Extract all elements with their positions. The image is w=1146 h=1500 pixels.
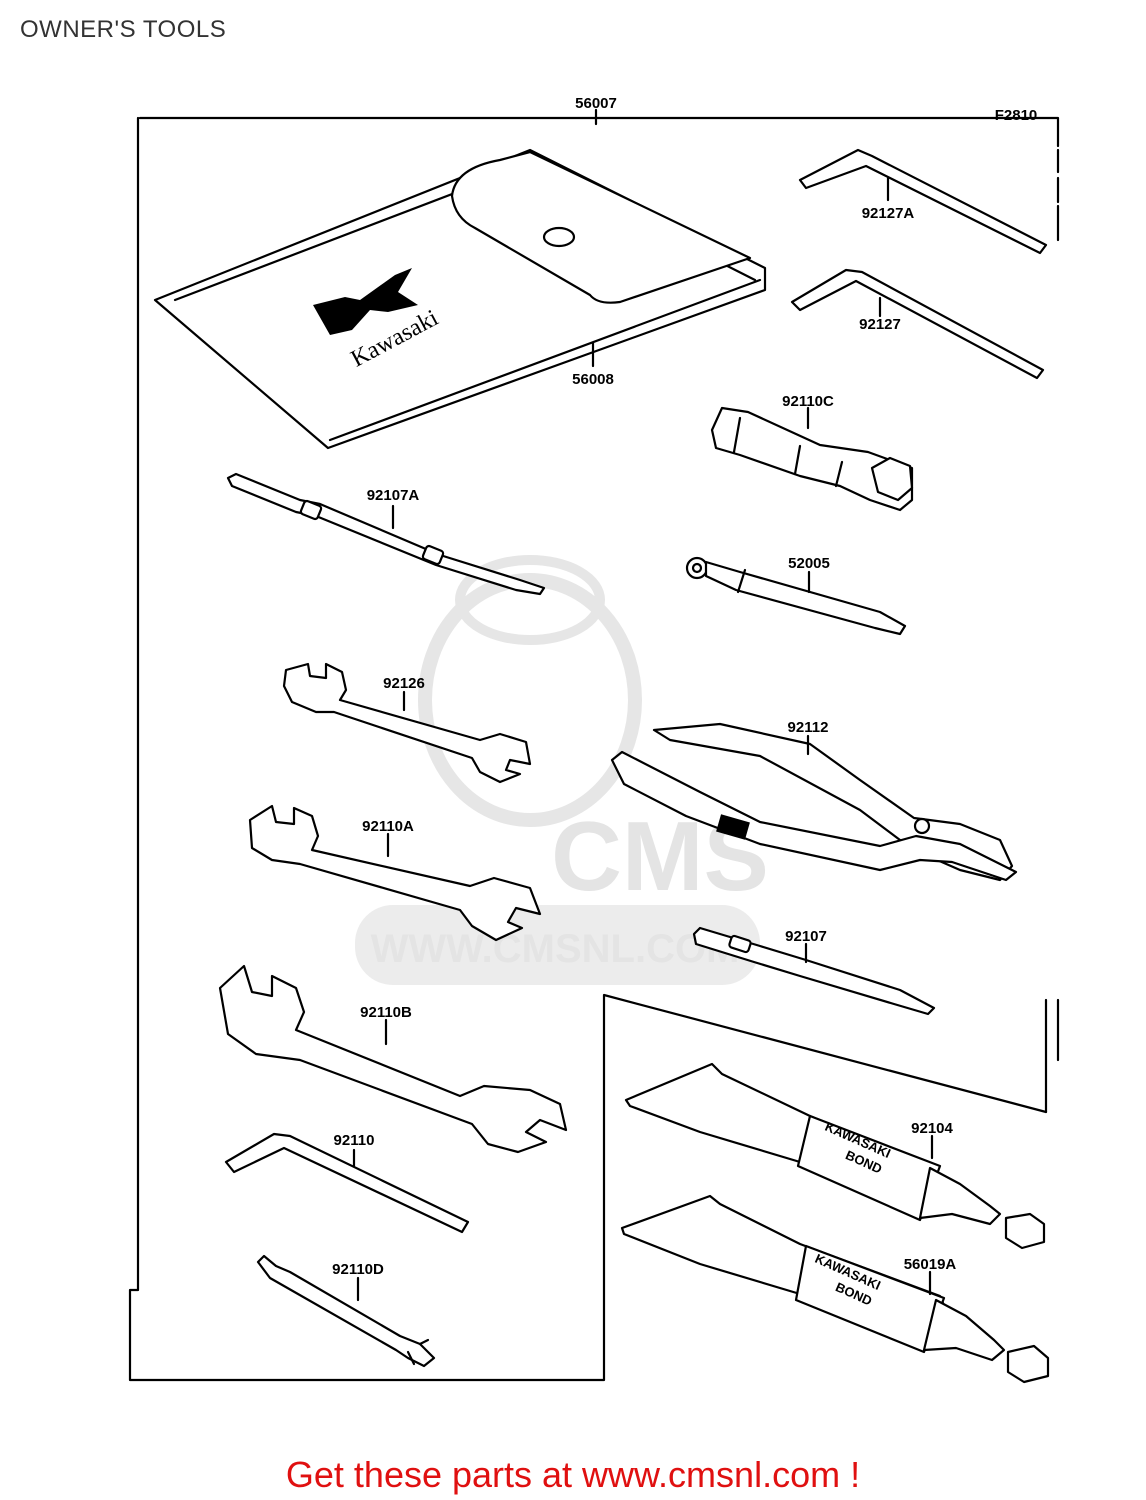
pouch-snap-button <box>542 226 576 248</box>
part-label-92107a: 92107A <box>367 487 420 504</box>
footer-promo-text: Get these parts at www.cmsnl.com ! <box>285 1454 861 1495</box>
bond-tube-92104: KAWASAKI BOND 92104 <box>624 1062 1046 1250</box>
part-label-92127: 92127 <box>859 316 901 333</box>
tool-92110d: 92110D <box>256 1254 436 1368</box>
part-label-92110b: 92110B <box>360 1004 412 1021</box>
figure-code: F2810 <box>995 107 1038 124</box>
bond-tube-56019a: KAWASAKI BOND 56019A <box>620 1194 1050 1384</box>
screwdriver-92107: 92107 <box>692 926 936 1016</box>
part-label-92104: 92104 <box>911 1120 953 1137</box>
page-title: OWNER'S TOOLS <box>20 16 227 43</box>
hex-wrench-92110: 92110 <box>224 1132 470 1234</box>
part-label-92110c: 92110C <box>782 393 834 410</box>
part-label-92110a: 92110A <box>362 818 414 835</box>
part-label-92126: 92126 <box>383 675 425 692</box>
kit-frame <box>128 116 1060 1382</box>
watermark-url-pill <box>355 905 760 985</box>
hex-wrench-92127a: 92127A <box>798 148 1048 255</box>
open-end-wrench-92126: 92126 <box>282 662 532 784</box>
open-end-wrench-92110b: 92110B <box>218 964 568 1154</box>
part-label-56019a: 56019A <box>904 1256 957 1273</box>
kawasaki-logo-mark <box>313 268 418 335</box>
hex-wrench-92127: 92127 <box>790 268 1045 380</box>
open-end-wrench-92110a: 92110A <box>248 804 542 942</box>
part-label-92127a: 92127A <box>862 205 915 222</box>
part-label-52005: 52005 <box>788 555 830 572</box>
kit-frame-right <box>1044 204 1060 1114</box>
part-label-92107: 92107 <box>785 928 827 945</box>
part-label-92112: 92112 <box>788 719 829 736</box>
pliers-92112: 92112 <box>610 719 1018 882</box>
watermark: CMS WWW.CMSNL.COM <box>355 555 769 985</box>
part-label-56007: 56007 <box>575 95 617 112</box>
spark-plug-wrench-92110c: 92110C <box>710 393 914 512</box>
part-label-92110: 92110 <box>334 1132 375 1149</box>
part-label-56008: 56008 <box>572 371 614 388</box>
part-label-92110d: 92110D <box>332 1261 384 1278</box>
screwdriver-grip-52005: 52005 <box>685 555 907 636</box>
screwdriver-92107a: 92107A <box>226 472 546 596</box>
watermark-url: WWW.CMSNL.COM <box>371 927 740 971</box>
tool-pouch: Kawasaki 56008 <box>153 148 767 450</box>
